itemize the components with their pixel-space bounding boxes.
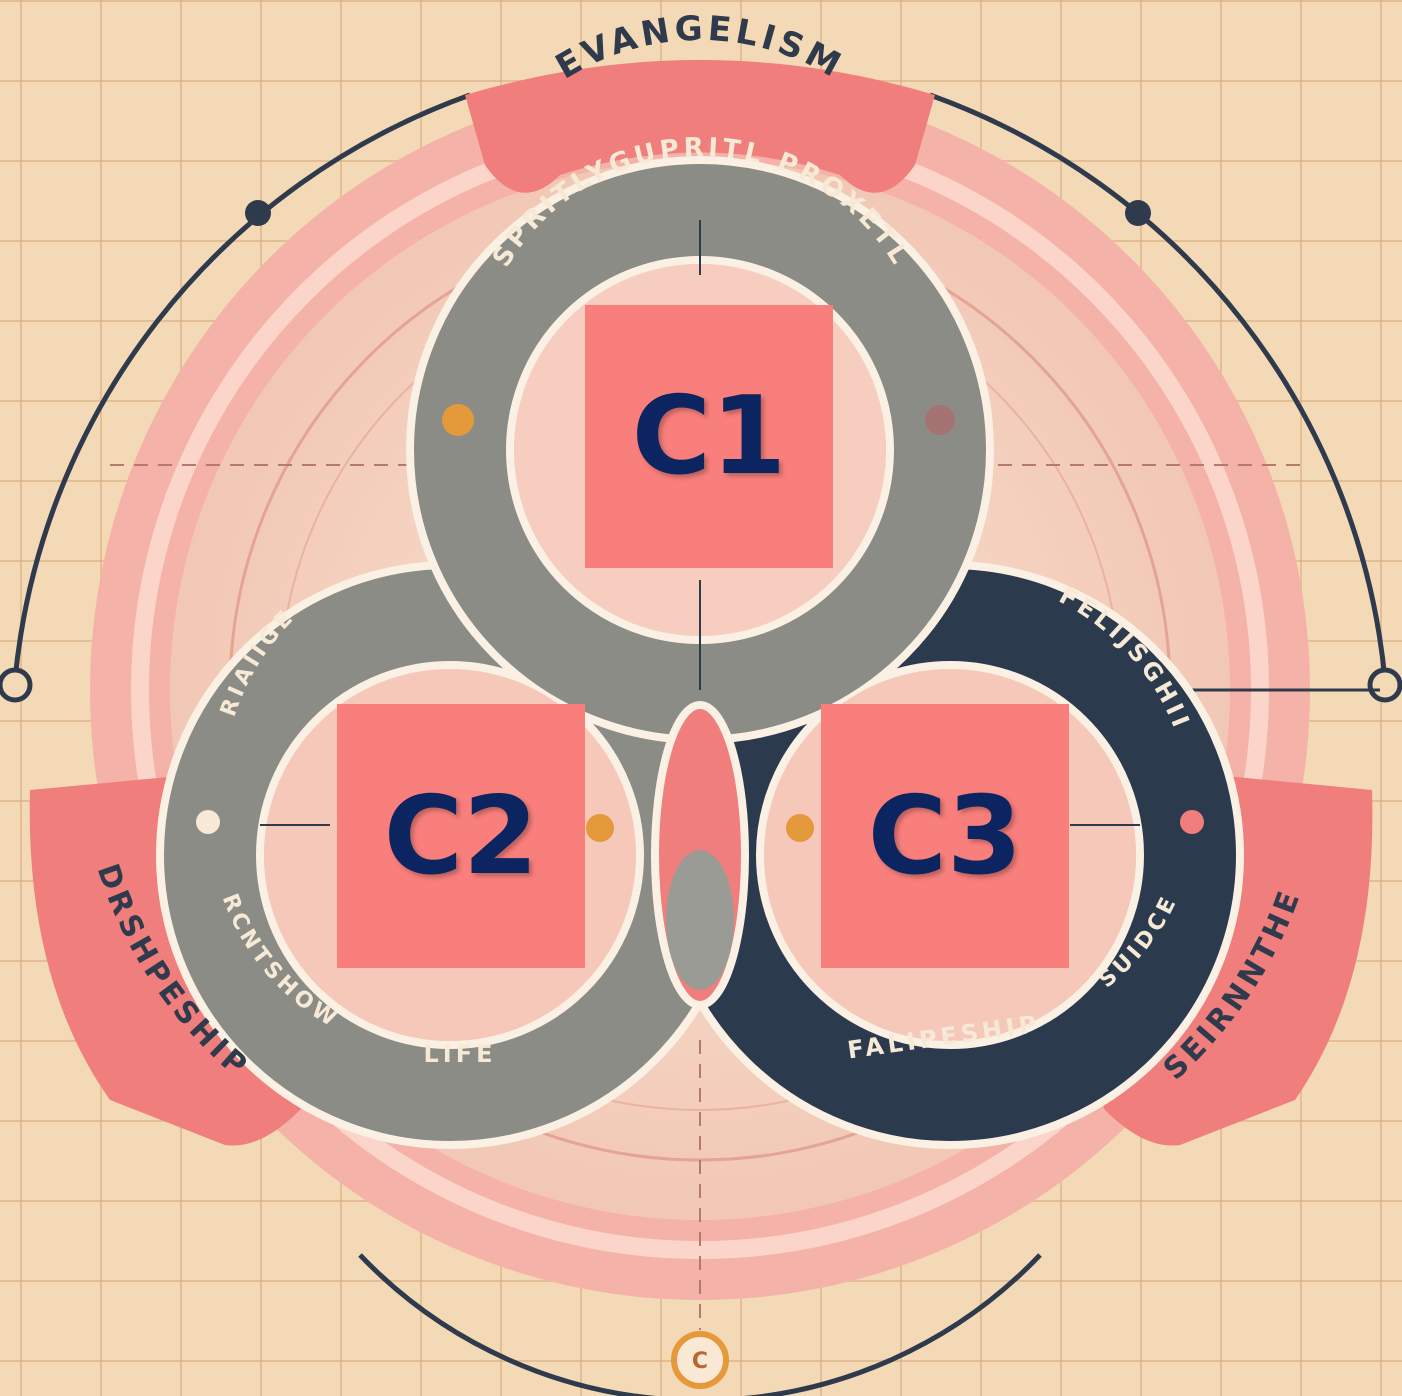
bottom-badge-circle [671, 1331, 729, 1389]
outer-ring-node-right [1367, 667, 1402, 703]
top-banner-shape [465, 60, 935, 193]
dot-center-left [586, 814, 614, 842]
dot-left [196, 810, 220, 834]
guide-lines [110, 464, 1300, 1330]
center-lens-lower [666, 850, 734, 990]
label-c1: C1 [631, 374, 787, 499]
outer-ring-node-left [0, 667, 33, 703]
dot-top-right [925, 405, 955, 435]
label-c3: C3 [867, 773, 1023, 899]
outer-node-left [245, 200, 271, 226]
bottom-badge-label: C [692, 1349, 708, 1374]
label-c2: C2 [383, 773, 539, 899]
label-box-c3: C3 [821, 704, 1069, 968]
dot-top-left [442, 404, 474, 436]
dot-center-right [786, 814, 814, 842]
crosshairs [260, 220, 1140, 826]
dot-right [1180, 810, 1204, 834]
outer-node-right [1125, 200, 1151, 226]
outer-arcs [12, 92, 1388, 1396]
ring-left-bottom-label: LIFE [423, 1040, 496, 1068]
label-box-c1: C1 [585, 305, 833, 568]
label-box-c2: C2 [337, 704, 585, 968]
